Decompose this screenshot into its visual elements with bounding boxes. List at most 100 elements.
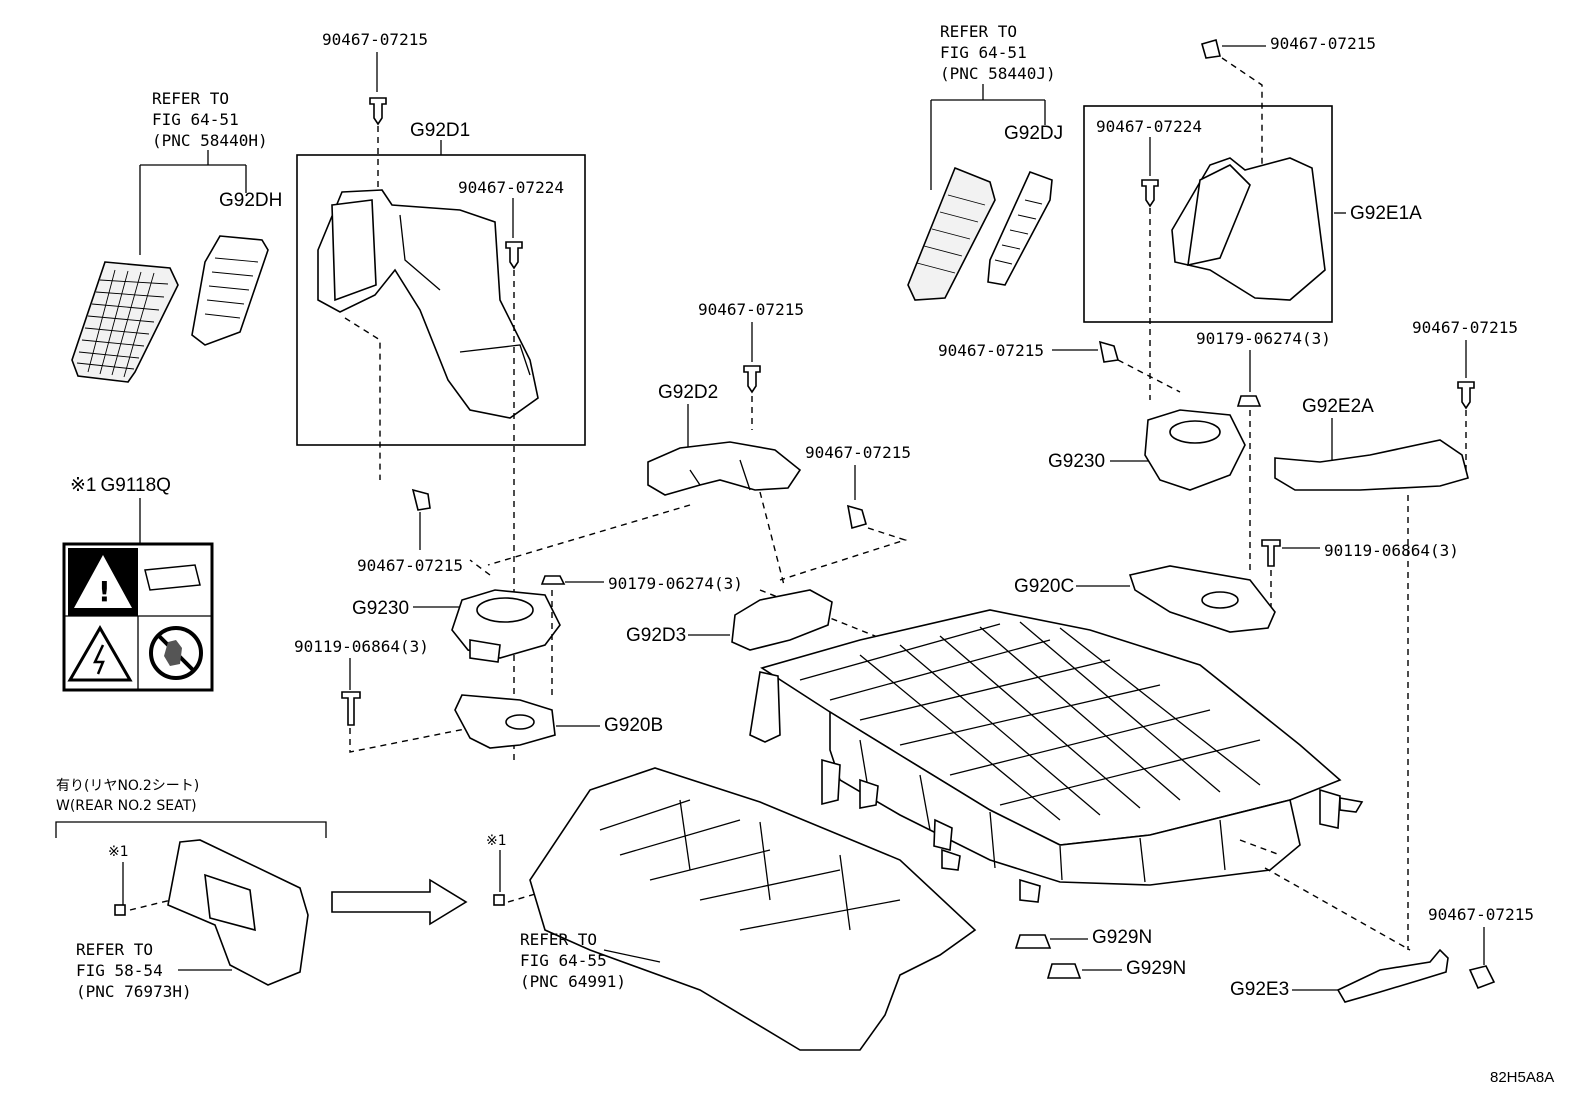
- fastener-e1a-inner: 90467-07224: [1096, 117, 1202, 136]
- left-blower-group: 90467-07215 G9230 90179-06274(3) 90119-0…: [294, 488, 743, 753]
- fastener-bolt-left: 90119-06864(3): [294, 637, 429, 656]
- g92d1-box: [296, 154, 586, 446]
- g92dh-ref-group: REFER TO FIG 64-51 (PNC 58440H) G92DH: [71, 89, 282, 383]
- label-g92d2: G92D2: [658, 382, 718, 403]
- label-g929n-1: G929N: [1092, 927, 1152, 948]
- fastener-center: 90467-07215: [805, 443, 911, 462]
- fastener-nut-right: 90179-06274(3): [1196, 329, 1331, 348]
- clip-right: [1098, 340, 1120, 363]
- blower-fan-left: [476, 597, 534, 623]
- fastener-nut-left: 90179-06274(3): [608, 574, 743, 593]
- caution-icon: [74, 555, 132, 608]
- tray-64991: [529, 767, 977, 1051]
- ref-j-line1: REFER TO: [940, 22, 1017, 41]
- label-g92dj: G92DJ: [1004, 123, 1063, 144]
- ref-h-line2: FIG 64-51: [152, 110, 239, 129]
- note-seat-jp: 有り(リヤNO.2シート): [56, 778, 199, 794]
- ref-j-line3: (PNC 58440J): [940, 64, 1056, 83]
- g92dj-group: REFER TO FIG 64-51 (PNC 58440J) G92DJ: [907, 22, 1063, 301]
- clip-d1-inner: [505, 241, 523, 270]
- label-square-2: [493, 894, 505, 906]
- right-blower-group: 90467-07215 90179-06274(3) G9230 90467-0…: [938, 318, 1518, 950]
- duct-g92e2a: [1274, 439, 1469, 491]
- fastener-right-clip: 90467-07215: [938, 341, 1044, 360]
- g92e3-group: 90467-07215 G92E3: [1230, 905, 1534, 1003]
- tray-feet: [749, 671, 1364, 903]
- g92e1a-box: [1083, 105, 1333, 323]
- bracket-g920b: [454, 694, 556, 749]
- label-g92e2a: G92E2A: [1302, 396, 1374, 417]
- g92d2-group: 90467-07215 G92D2 90467-07215 G92D3: [487, 300, 911, 651]
- clip-d2-top: [743, 365, 761, 394]
- cover-g92dj: [987, 170, 1053, 286]
- ref-55-line1: REFER TO: [520, 930, 597, 949]
- clip-top-left: [369, 97, 387, 126]
- bracket-g92d3: [731, 589, 833, 651]
- label-g92dh: G92DH: [219, 190, 282, 211]
- grommet-2: [1046, 963, 1082, 979]
- ref-j-line2: FIG 64-51: [940, 43, 1027, 62]
- clip-left-mid: [411, 488, 431, 511]
- duct-g92d2: [647, 441, 802, 496]
- ref-58-line3: (PNC 76973H): [76, 982, 192, 1001]
- diagram-code: 82H5A8A: [1490, 1069, 1554, 1086]
- g92d1-group: 90467-07215 G92D1 90467-07224: [296, 30, 586, 760]
- ref-55-line3: (PNC 64991): [520, 972, 626, 991]
- fastener-top-left: 90467-07215: [322, 30, 428, 49]
- mark-note-2: ※1: [486, 833, 507, 849]
- g92e1a-group: 90467-07215 90467-07224 G92E1A: [1083, 34, 1422, 400]
- label-g929n-2: G929N: [1126, 958, 1186, 979]
- clip-top-right: [1201, 39, 1221, 59]
- ref-58-line2: FIG 58-54: [76, 961, 163, 980]
- label-g920b: G920B: [604, 715, 663, 736]
- label-g920c: G920C: [1014, 576, 1074, 597]
- ref-55-line2: FIG 64-55: [520, 951, 607, 970]
- mark-note-1: ※1: [108, 844, 129, 860]
- note-seat-en: W(REAR NO.2 SEAT): [56, 798, 197, 814]
- fastener-top-right: 90467-07215: [1270, 34, 1376, 53]
- grille-hatch-1: [76, 269, 169, 378]
- manual-icon: [144, 564, 201, 591]
- label-g92e1a: G92E1A: [1350, 203, 1422, 224]
- fastener-bottom-right: 90467-07215: [1428, 905, 1534, 924]
- ref-h-line3: (PNC 58440H): [152, 131, 268, 150]
- duct-g92d1-inlet: [331, 199, 377, 302]
- arrow-right-icon: [331, 878, 468, 926]
- battery-rails: [799, 621, 1261, 821]
- battery-assembly: [749, 609, 1411, 951]
- label-g92d3: G92D3: [626, 625, 686, 646]
- fastener-d2-top: 90467-07215: [698, 300, 804, 319]
- label-g9230-right: G9230: [1048, 451, 1105, 472]
- blower-fan-right: [1169, 420, 1221, 444]
- duct-g92e3: [1336, 948, 1449, 1003]
- bolt-right: [1261, 539, 1281, 567]
- g929n-group: G929N G929N: [1014, 927, 1186, 979]
- ref-h-line1: REFER TO: [152, 89, 229, 108]
- fastener-bolt-right: 90119-06864(3): [1324, 541, 1459, 560]
- clip-bottom-right: [1468, 965, 1496, 990]
- svg-text:!: !: [98, 575, 111, 608]
- clip-e1a-inner: [1141, 179, 1159, 208]
- seat-group: 有り(リヤNO.2シート) W(REAR NO.2 SEAT) ※1 REFER…: [55, 778, 468, 1001]
- fastener-far-right: 90467-07215: [1412, 318, 1518, 337]
- label-square-1: [114, 904, 126, 916]
- label-g92e3: G92E3: [1230, 979, 1289, 1000]
- ref-58-line1: REFER TO: [76, 940, 153, 959]
- clip-center: [846, 504, 867, 530]
- bolt-left: [341, 691, 361, 726]
- grommet-1: [1014, 934, 1052, 949]
- nut-right: [1236, 395, 1262, 407]
- clip-far-right: [1457, 381, 1475, 410]
- tray-64991-group: ※1 REFER TO FIG 64-55 (PNC 64991): [486, 767, 977, 1051]
- fastener-d1-inner: 90467-07224: [458, 178, 564, 197]
- fastener-left-mid: 90467-07215: [357, 556, 463, 575]
- cover-hatch: [204, 257, 259, 319]
- nut-left: [540, 575, 566, 585]
- cover-g92dh: [191, 235, 269, 346]
- label-g92d1: G92D1: [410, 120, 470, 141]
- label-g9230-left: G9230: [352, 598, 409, 619]
